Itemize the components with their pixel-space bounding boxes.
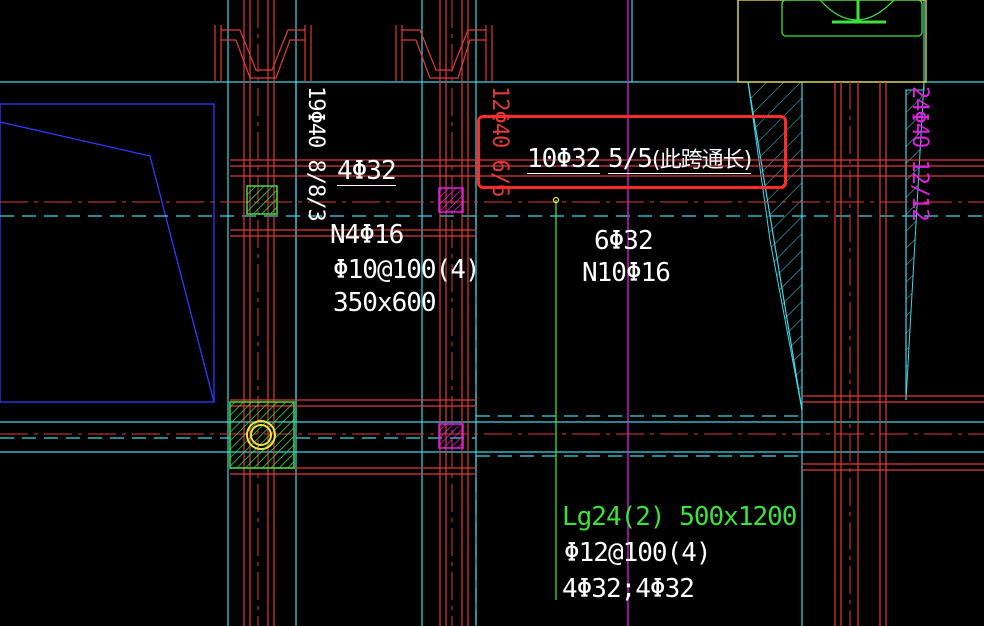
stirrup-label: Φ10@100(4) (333, 255, 481, 285)
column-section-icon[interactable] (246, 185, 278, 215)
yellow-frame (737, 0, 927, 83)
green-column-symbol (781, 0, 923, 37)
top-rebar-main-label[interactable]: 10Φ32 (527, 144, 601, 174)
beam-rebar-label: 4Φ32;4Φ32 (562, 574, 695, 604)
top-rebar-note-label[interactable]: (此跨通长) (652, 148, 752, 174)
top-rebar-split-label[interactable]: 5/5 (608, 144, 653, 174)
rebar-label-6phi32: 6Φ32 (594, 226, 654, 256)
red-rebar-lines (214, 0, 984, 626)
beam-name-label: Lg24(2) 500x1200 (562, 502, 797, 532)
column-section-icon[interactable] (229, 401, 295, 469)
section-size-label: 350x600 (333, 288, 437, 318)
column-rebar-label-left: 19Φ40 8/8/3 (303, 86, 328, 221)
highlight-box (477, 115, 787, 189)
beam-stirrup-label: Φ12@100(4) (564, 538, 712, 568)
column-rebar-label-right: 24Φ40 12/12 (907, 86, 932, 221)
side-rebar-label-n10: N10Φ16 (582, 258, 671, 288)
rebar-label-4phi32: 4Φ32 (337, 156, 397, 186)
side-rebar-label: N4Φ16 (330, 220, 404, 250)
blue-outline-shape (0, 103, 215, 403)
cyan-dashed-lines (0, 215, 984, 626)
circle-marker-icon[interactable] (246, 420, 276, 450)
column-section-icon[interactable] (438, 187, 464, 213)
column-section-icon[interactable] (438, 423, 464, 449)
leader-point-marker (552, 196, 560, 204)
